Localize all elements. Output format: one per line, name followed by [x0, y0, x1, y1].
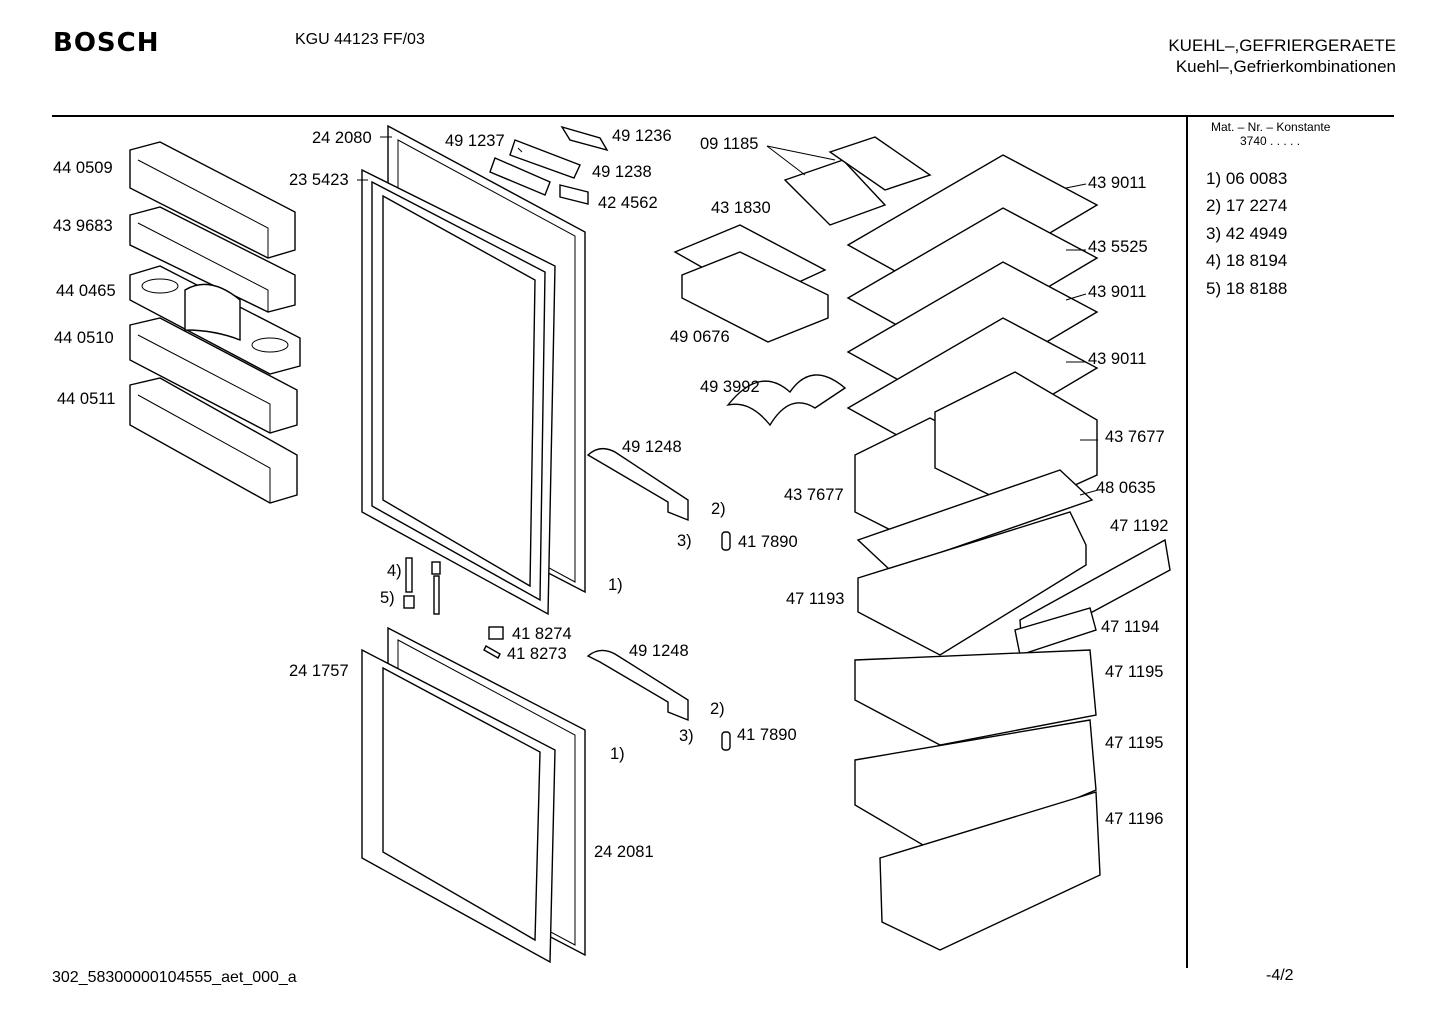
ref-marker: 4) [387, 562, 402, 580]
cap-part-5 [403, 595, 415, 609]
door-shelf-439683 [129, 206, 296, 313]
part-label: 43 1830 [711, 199, 771, 217]
part-label: 47 1193 [786, 590, 845, 608]
part-label: 49 3992 [700, 378, 760, 396]
ref-marker: 5) [380, 589, 395, 607]
part-label: 09 1185 [700, 135, 759, 153]
compartment-tray-490676 [681, 251, 829, 343]
ref-marker: 1) [608, 576, 623, 594]
cover-424562 [559, 184, 589, 205]
part-label: 41 7890 [737, 726, 797, 744]
constant-title: Mat. – Nr. – Konstante [1211, 120, 1331, 134]
part-label: 41 7890 [738, 533, 798, 551]
egg-tray-440465 [129, 265, 301, 375]
ice-tray-a [783, 159, 887, 226]
door-shelf-440509 [129, 141, 296, 259]
part-label: 49 1237 [445, 132, 505, 150]
category-title: KUEHL–,GEFRIERGERAETE [1168, 36, 1396, 55]
pin-418273 [483, 645, 501, 659]
part-label: 44 0510 [54, 329, 114, 347]
category-subtitle: Kuehl–,Gefrierkombinationen [1175, 57, 1396, 76]
part-label: 49 1236 [612, 127, 672, 145]
trim-491236 [560, 125, 609, 152]
part-label: 43 9011 [1088, 174, 1147, 192]
part-label: 24 2081 [594, 843, 654, 861]
clip-417890-b [721, 731, 731, 751]
freezer-drawer-471195-a [854, 649, 1097, 746]
part-label: 49 0676 [670, 328, 730, 346]
part-label: 24 1757 [289, 662, 349, 680]
pin-part [433, 575, 440, 615]
door-gasket-242081 [361, 648, 556, 964]
clip-417890-a [721, 531, 731, 551]
part-label: 49 1238 [592, 163, 652, 181]
part-label: 41 8274 [512, 625, 572, 643]
trim-491238 [489, 157, 551, 196]
part-label: 43 9011 [1088, 350, 1147, 368]
handle-491248-lower [586, 649, 689, 722]
part-label: 44 0465 [56, 282, 116, 300]
page-number: -4/2 [1266, 967, 1294, 984]
panel-471194 [1014, 607, 1097, 656]
part-label: 41 8273 [507, 645, 567, 663]
document-id: 302_58300000104555_aet_000_a [52, 969, 297, 986]
reference-item: 4) 18 8194 [1206, 251, 1288, 270]
ref-marker: 1) [610, 745, 625, 763]
part-label: 44 0509 [53, 159, 113, 177]
reference-item: 1) 06 0083 [1206, 169, 1288, 188]
part-label: 47 1194 [1101, 618, 1160, 636]
door-shelf-440510 [129, 317, 298, 434]
ref-marker: 2) [711, 500, 726, 518]
part-label: 43 9683 [53, 217, 113, 235]
part-label: 43 7677 [1105, 428, 1165, 446]
constant-value: 3740 . . . . . [1240, 134, 1301, 148]
reference-item: 3) 42 4949 [1206, 224, 1288, 243]
ref-marker: 2) [710, 700, 725, 718]
freezer-shelf-471193 [857, 511, 1087, 656]
part-label: 44 0511 [57, 390, 116, 408]
bottle-rack-493992 [726, 374, 847, 427]
model-number: KGU 44123 FF/03 [295, 31, 425, 48]
reference-item: 5) 18 8188 [1206, 279, 1288, 298]
part-label: 49 1248 [629, 642, 689, 660]
part-label: 47 1195 [1105, 734, 1164, 752]
part-label: 23 5423 [289, 171, 349, 189]
door-gasket-235423 [361, 168, 556, 616]
brand-logo: BOSCH [53, 28, 160, 58]
reference-item: 2) 17 2274 [1206, 196, 1288, 215]
ref-marker: 3) [677, 532, 692, 550]
bushing-part [431, 561, 441, 575]
part-label: 43 9011 [1088, 283, 1147, 301]
part-label: 43 5525 [1088, 238, 1148, 256]
handle-491248-upper [586, 447, 689, 522]
ice-tray-b [828, 136, 932, 191]
part-label: 43 7677 [784, 486, 844, 504]
freezer-drawer-471196 [879, 791, 1101, 951]
part-label: 42 4562 [598, 194, 658, 212]
ref-marker: 3) [679, 727, 694, 745]
part-label: 48 0635 [1096, 479, 1156, 497]
hinge-418274 [488, 626, 504, 640]
screw-part-4 [405, 557, 413, 593]
crisper-cover-480635 [856, 469, 1094, 571]
part-label: 49 1248 [622, 438, 682, 456]
part-label: 47 1195 [1105, 663, 1164, 681]
part-label: 47 1192 [1110, 517, 1169, 535]
part-label: 24 2080 [312, 129, 372, 147]
door-shelf-440511 [129, 377, 298, 504]
part-label: 47 1196 [1105, 810, 1164, 828]
trim-491237 [509, 139, 581, 179]
